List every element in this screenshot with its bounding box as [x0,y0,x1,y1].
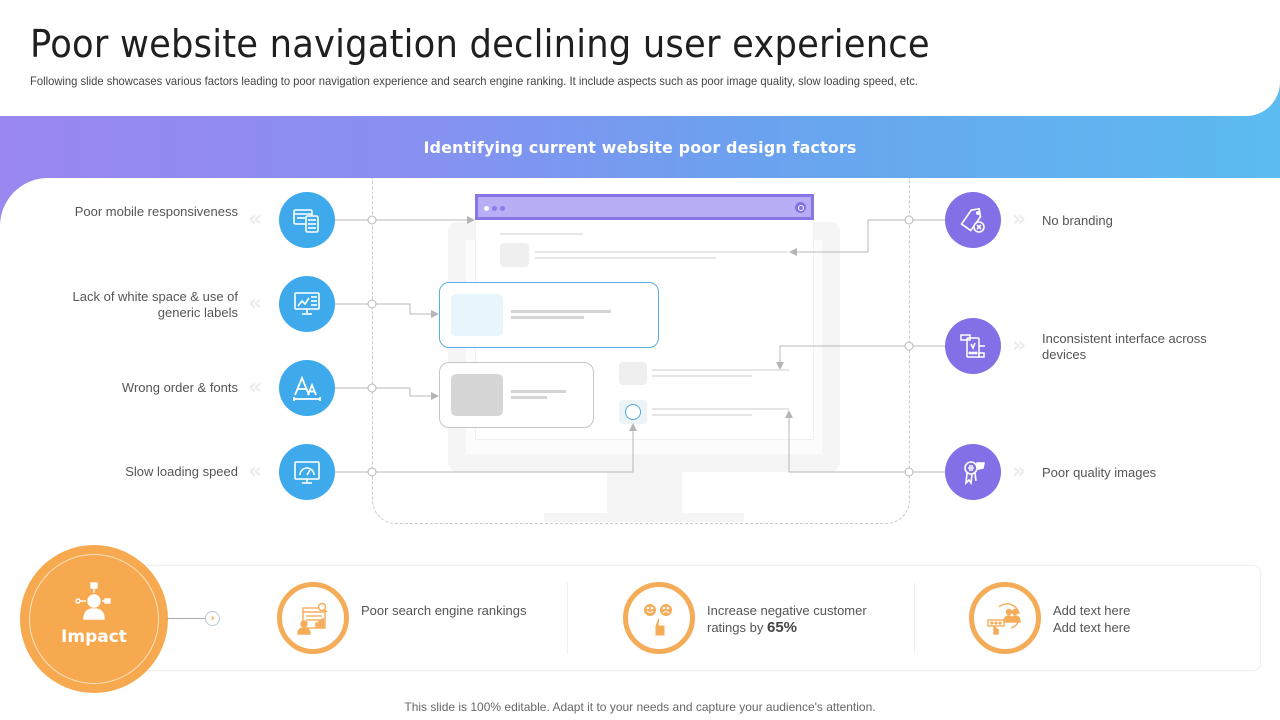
header-panel [0,0,1280,116]
card-thumbnail [451,294,503,336]
monitor-chart-icon [279,276,335,332]
placeholder-line [511,316,584,319]
device-interface-icon [945,318,1001,374]
browser-address-bar [475,194,814,220]
page-subtitle: Following slide showcases various factor… [30,74,918,88]
factor-label-loading-speed: Slow loading speed [125,464,238,479]
chevron-left-icon: « [248,207,263,232]
impact-item-highlight: 65% [766,619,798,636]
window-dot-icon [500,206,505,211]
placeholder-block [619,362,647,385]
impact-badge: Impact [20,545,168,693]
factor-label-white-space: Lack of white space & use of generic lab… [72,289,238,320]
factor-label-order-fonts: Wrong order & fonts [121,380,238,395]
impact-label: Impact [61,627,127,647]
section-banner-title: Identifying current website poor design … [423,138,857,157]
content-card [439,362,594,428]
leader-network-icon [75,582,111,620]
factor-label-image-quality: Poor quality images [1042,465,1157,480]
window-dot-icon [484,206,489,211]
mobile-responsive-icon [279,192,335,248]
speedometer-monitor-icon [279,444,335,500]
factor-label-branding: No branding [1042,213,1113,228]
placeholder-line [652,375,752,377]
footer-note: This slide is 100% editable. Adapt it to… [404,700,876,714]
browser-search-icon [795,202,806,213]
impact-item-text: Increase negative customer ratings by [707,603,867,635]
placeholder-line [511,310,611,313]
divider [567,582,568,654]
placeholder-line [511,390,566,393]
impact-item-search-rankings: Poor search engine rankings [361,603,527,618]
placeholder-line [652,414,752,416]
factor-label-mobile-responsiveness: Poor mobile responsiveness [74,204,238,219]
highlighted-content-card [439,282,659,348]
chevron-right-icon: » [1012,333,1027,358]
factor-label-inconsistent-interface: Inconsistent interface across devices [1042,331,1207,362]
brand-tag-cross-icon [945,192,1001,248]
monitor-base [544,513,744,522]
impact-inner-ring [29,554,159,684]
impact-placeholder-line-2: Add text here [1053,620,1131,635]
impact-placeholder-line-1: Add text here [1053,603,1131,618]
rating-review-icon [969,582,1041,654]
impact-item-negative-ratings: Increase negative customer ratings by 65… [707,602,897,636]
placeholder-line [500,233,583,235]
chevron-right-icon: » [1012,207,1027,232]
placeholder-line [652,408,789,410]
placeholder-line [511,396,547,399]
search-ranking-icon [277,582,349,654]
chevron-right-icon: » [1012,459,1027,484]
font-size-icon [279,360,335,416]
chevron-left-icon: « [248,459,263,484]
chevron-right-icon: › [205,611,220,626]
customer-feedback-icon [623,582,695,654]
window-dot-icon [492,206,497,211]
impact-item-placeholder: Add text here Add text here [1053,602,1243,636]
chevron-left-icon: « [248,375,263,400]
placeholder-block [500,243,529,267]
chevron-left-icon: « [248,291,263,316]
monitor-stand [607,472,682,514]
target-ring-icon [625,404,641,420]
placeholder-line [652,369,789,371]
page-title: Poor website navigation declining user e… [30,22,930,66]
award-ribbon-icon [945,444,1001,500]
impact-connector-line [166,618,206,619]
divider [914,582,915,654]
card-thumbnail [451,374,503,416]
placeholder-line [535,251,788,253]
placeholder-line [535,257,716,259]
